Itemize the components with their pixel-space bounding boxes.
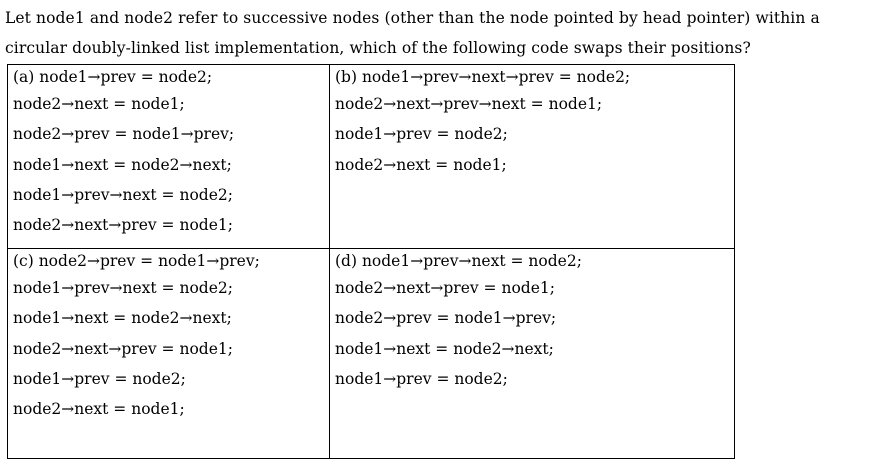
option-c-line: node2→next→prev = node1;	[13, 339, 233, 358]
option-b-line: node2→next→prev→next = node1;	[335, 95, 603, 113]
option-d-line: (d) node1→prev→next = node2;	[335, 252, 582, 270]
option-d-line: node2→prev = node1→prev;	[335, 309, 557, 328]
option-a-line: node2→next = node1;	[13, 95, 185, 113]
option-c-line: node1→next = node2→next;	[13, 309, 232, 328]
option-a-line: node1→next = node2→next;	[13, 155, 232, 174]
option-c-line: node2→next = node1;	[13, 400, 185, 419]
option-a-line: node2→next→prev = node1;	[13, 216, 233, 235]
option-d-line: node2→next→prev = node1;	[335, 279, 555, 297]
option-b-line: node2→next = node1;	[335, 155, 507, 174]
options-row-cd: (c) node2→prev = node1→prev; node1→prev→…	[7, 248, 735, 459]
option-a-line: (a) node1→prev = node2;	[13, 68, 213, 86]
option-d: (d) node1→prev→next = node2; node2→next→…	[329, 248, 735, 459]
option-d-line: node1→prev = node2;	[335, 369, 508, 388]
option-a-line: node2→prev = node1→prev;	[13, 125, 235, 144]
options-table: (a) node1→prev = node2; node2→next = nod…	[7, 64, 735, 459]
options-row-ab: (a) node1→prev = node2; node2→next = nod…	[7, 64, 735, 249]
option-a: (a) node1→prev = node2; node2→next = nod…	[7, 64, 330, 249]
option-c: (c) node2→prev = node1→prev; node1→prev→…	[7, 248, 330, 459]
option-d-line: node1→next = node2→next;	[335, 339, 554, 358]
option-c-line: node1→prev→next = node2;	[13, 279, 233, 297]
option-b-line: (b) node1→prev→next→prev = node2;	[335, 68, 631, 86]
option-b: (b) node1→prev→next→prev = node2; node2→…	[329, 64, 735, 249]
question-line-1: Let node1 and node2 refer to successive …	[5, 9, 820, 27]
option-c-line: node1→prev = node2;	[13, 369, 186, 388]
option-b-line: node1→prev = node2;	[335, 125, 508, 144]
question-line-2: circular doubly-linked list implementati…	[5, 39, 751, 57]
option-a-line: node1→prev→next = node2;	[13, 185, 233, 204]
question-text: Let node1 and node2 refer to successive …	[5, 3, 870, 63]
option-c-line: (c) node2→prev = node1→prev;	[13, 252, 260, 270]
